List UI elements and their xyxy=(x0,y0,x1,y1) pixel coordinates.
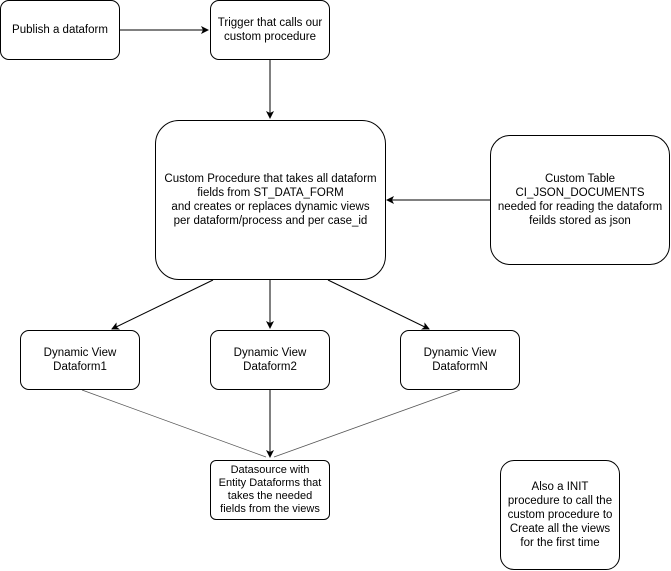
edge-viewN-to-datasource xyxy=(273,389,461,458)
node-custom-table-line-1: Custom Table xyxy=(544,173,616,185)
node-view1-line-2: Dataform1 xyxy=(53,361,107,373)
node-custom-procedure[interactable]: Custom Procedure that takes all dataform… xyxy=(155,120,386,280)
edge-procedure-to-viewN xyxy=(327,279,430,330)
node-view2-line-2: Dataform2 xyxy=(243,361,297,373)
node-procedure-line-2: fields from ST_DATA_FORM xyxy=(197,187,344,199)
node-viewN-line-2: DataformN xyxy=(432,361,488,373)
node-publish-line-1: Publish a dataform xyxy=(12,24,108,36)
node-dynamic-view-n[interactable]: Dynamic View DataformN xyxy=(400,330,520,390)
node-datasource-line-3: takes the needed xyxy=(227,490,313,502)
node-custom-table[interactable]: Custom Table CI_JSON_DOCUMENTS needed fo… xyxy=(490,135,670,265)
node-init-line-4: Create all the views xyxy=(509,523,611,535)
node-datasource[interactable]: Datasource with Entity Dataforms that ta… xyxy=(210,460,330,520)
node-init-procedure[interactable]: Also a INIT procedure to call the custom… xyxy=(500,460,620,570)
edge-procedure-to-view1 xyxy=(111,279,214,330)
node-custom-table-line-2: CI_JSON_DOCUMENTS xyxy=(515,187,645,199)
node-datasource-line-4: fields from the views xyxy=(220,503,320,515)
node-dynamic-view-2[interactable]: Dynamic View Dataform2 xyxy=(210,330,330,390)
node-custom-table-line-4: feilds stored as json xyxy=(529,215,631,227)
node-procedure-line-3: and creates or replaces dynamic views xyxy=(171,201,370,213)
node-init-line-5: for the first time xyxy=(520,537,600,549)
node-publish-dataform[interactable]: Publish a dataform xyxy=(0,0,120,60)
node-dynamic-view-1[interactable]: Dynamic View Dataform1 xyxy=(20,330,140,390)
node-datasource-line-1: Datasource with xyxy=(230,464,310,476)
node-trigger[interactable]: Trigger that calls our custom procedure xyxy=(210,0,330,60)
node-viewN-line-1: Dynamic View xyxy=(423,347,497,359)
node-datasource-line-2: Entity Dataforms that xyxy=(218,477,322,489)
node-procedure-line-1: Custom Procedure that takes all dataform xyxy=(164,173,377,185)
node-view1-line-1: Dynamic View xyxy=(43,347,117,359)
node-procedure-line-4: per dataform/process and per case_id xyxy=(173,215,368,227)
node-view2-line-1: Dynamic View xyxy=(233,347,307,359)
node-trigger-line-1: Trigger that calls our xyxy=(217,17,323,29)
node-trigger-line-2: custom procedure xyxy=(223,31,317,43)
node-init-line-3: custom procedure to xyxy=(507,509,613,521)
node-init-line-1: Also a INIT xyxy=(531,481,589,493)
edge-view1-to-datasource xyxy=(81,389,267,458)
node-custom-table-line-3: needed for reading the dataform xyxy=(497,201,663,213)
node-init-line-2: procedure to call the xyxy=(507,495,613,507)
